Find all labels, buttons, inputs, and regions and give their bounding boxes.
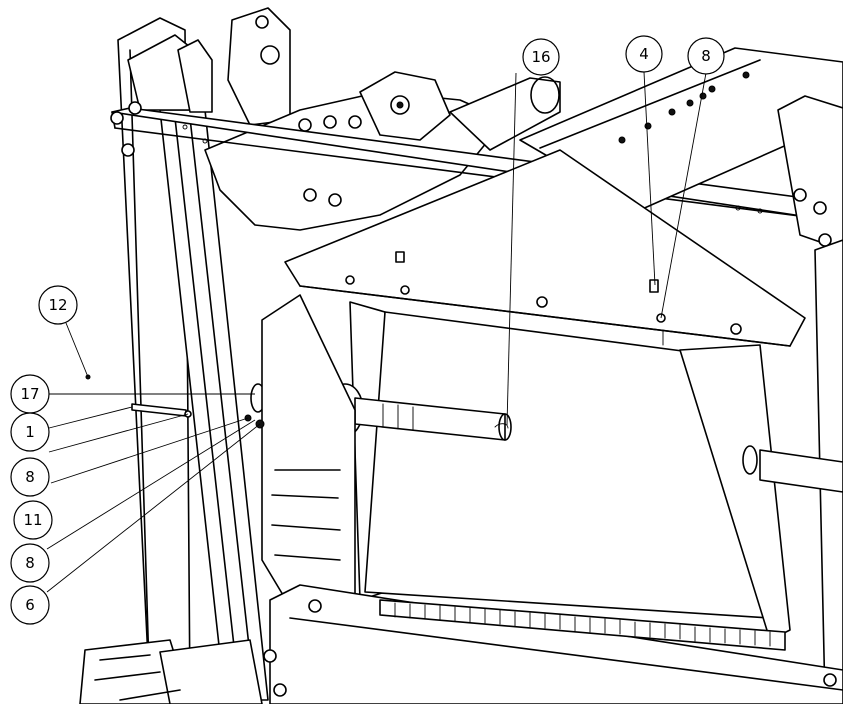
callout-16: 16 <box>522 38 560 76</box>
leader-8-top <box>660 72 707 319</box>
bottom-treads <box>79 639 263 704</box>
callout-label: 8 <box>25 554 35 572</box>
hinge-plates <box>204 7 561 231</box>
callout-4: 4 <box>625 35 663 73</box>
callout-label: 16 <box>531 48 550 66</box>
callout-label: 4 <box>639 45 649 63</box>
leader-4 <box>643 71 656 286</box>
callout-label: 6 <box>25 596 35 614</box>
leader-1 <box>48 406 133 429</box>
callout-6: 6 <box>10 585 50 625</box>
leader-12 <box>65 322 89 378</box>
bolts <box>110 71 837 697</box>
right-shaft <box>742 445 843 493</box>
callout-label: 8 <box>25 468 35 486</box>
callout-8: 8 <box>10 457 50 497</box>
callout-label: 17 <box>20 385 39 403</box>
callout-leaders <box>46 71 707 593</box>
callout-1: 1 <box>10 412 50 452</box>
fasteners <box>85 251 666 429</box>
bottom-beam <box>269 584 843 704</box>
hopper-plate <box>284 149 806 641</box>
leader-8-low <box>46 419 256 550</box>
callout-label: 8 <box>701 47 711 65</box>
left-upright-frame <box>117 17 269 701</box>
callout-17: 17 <box>10 374 50 414</box>
leader-8-mid <box>48 413 189 453</box>
callout-label: 1 <box>25 423 35 441</box>
callout-label: 12 <box>48 296 67 314</box>
callout-11: 11 <box>13 500 53 540</box>
leader-11 <box>50 417 249 484</box>
callout-8: 8 <box>687 37 725 75</box>
leader-16 <box>506 72 517 426</box>
callout-8: 8 <box>10 543 50 583</box>
leader-6 <box>46 423 261 593</box>
callout-12: 12 <box>38 285 78 325</box>
callout-label: 11 <box>23 511 42 529</box>
